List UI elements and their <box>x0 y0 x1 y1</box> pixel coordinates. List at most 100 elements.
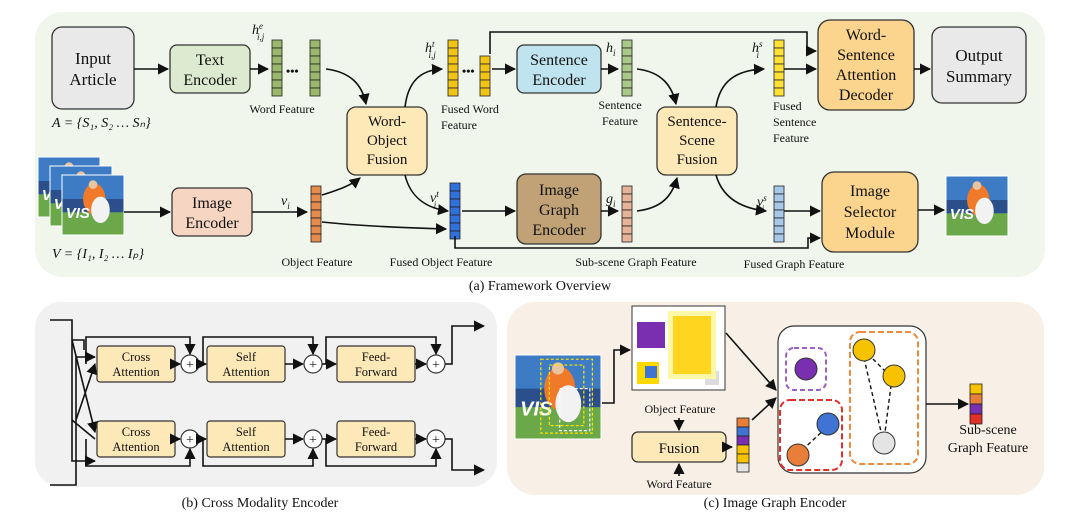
fused-object-feature-vector <box>449 182 461 240</box>
panel-c-subscene-label: Graph Feature <box>948 441 1028 456</box>
sentence-scene-fusion-box: Sentence- Scene Fusion <box>656 106 738 176</box>
subscene-graph-feature-label: Sub-scene Graph Feature <box>575 255 696 269</box>
word-feature-label: Word Feature <box>249 102 314 116</box>
red-subscene <box>779 399 843 471</box>
svg-text:Forward: Forward <box>355 365 398 379</box>
fused-word-feature-vector <box>479 55 491 97</box>
fusion-box: Fusion <box>631 431 727 463</box>
svg-text:+: + <box>432 433 440 448</box>
fused-object-feature-label: Fused Object Feature <box>390 255 493 269</box>
object-feature-map <box>631 305 726 391</box>
svg-text:+: + <box>186 358 194 373</box>
graph-node-yellow-2 <box>882 364 906 388</box>
object-feature-label: Object Feature <box>282 255 353 269</box>
svg-text:Image: Image <box>850 183 890 200</box>
selected-image: VIS <box>945 175 1009 237</box>
graph-node-blue <box>816 412 840 436</box>
panel-b-caption: (b) Cross Modality Encoder <box>182 496 339 511</box>
fused-feature-vector <box>736 417 750 473</box>
image-encoder-box: Image Encoder <box>171 187 253 237</box>
residual-add: + <box>303 354 323 374</box>
word-sentence-attention-decoder-box: Word- Sentence Attention Decoder <box>817 19 915 111</box>
svg-text:Input: Input <box>75 49 111 68</box>
panel-c-connectors <box>602 332 970 476</box>
orange-subscene <box>849 331 919 465</box>
svg-text:Cross: Cross <box>122 425 151 439</box>
svg-text:Decoder: Decoder <box>839 87 894 104</box>
word-feature-vector <box>271 39 283 97</box>
input-image-stack: VIS VIS VIS <box>37 156 125 236</box>
svg-text:Self: Self <box>236 350 257 364</box>
word-object-fusion-box: Word- Object Fusion <box>346 106 428 176</box>
fused-sentence-feature-label: Feature <box>773 131 809 145</box>
sentence-feature-label: Sentence <box>598 98 641 112</box>
fused-word-feature-label: Feature <box>441 118 477 132</box>
graph-node-orange <box>786 443 810 467</box>
svg-text:Attention: Attention <box>222 365 270 379</box>
svg-text:Sentence: Sentence <box>530 52 588 69</box>
graph-node-gray <box>872 431 896 455</box>
svg-text:Selector: Selector <box>844 204 897 221</box>
svg-text:Word-: Word- <box>368 114 406 130</box>
residual-add: + <box>180 354 200 374</box>
svg-text:Sentence: Sentence <box>837 47 895 64</box>
feed-forward-block: Feed-Forward <box>336 420 416 458</box>
svg-text:+: + <box>186 433 194 448</box>
svg-text:Output: Output <box>955 46 1003 65</box>
dots: ••• <box>462 64 475 78</box>
svg-text:Image: Image <box>192 195 232 212</box>
svg-text:Forward: Forward <box>355 440 398 454</box>
input-article-box: Input Article <box>51 26 135 110</box>
dots: ••• <box>286 64 299 78</box>
svg-text:Sentence-: Sentence- <box>667 114 726 130</box>
fused-graph-feature-label: Fused Graph Feature <box>744 257 845 271</box>
svg-text:Feed-: Feed- <box>362 425 390 439</box>
panel-a-caption: (a) Framework Overview <box>469 279 612 294</box>
object-feature-vector <box>310 185 322 243</box>
svg-text:Encoder: Encoder <box>532 222 586 239</box>
panel-c-object-feature-label: Object Feature <box>645 402 716 416</box>
svg-text:+: + <box>309 358 317 373</box>
residual-add: + <box>426 429 446 449</box>
residual-add: + <box>426 354 446 374</box>
svg-text:Module: Module <box>845 225 895 242</box>
svg-text:Scene: Scene <box>679 133 715 149</box>
symbol-v-i: vi <box>281 194 290 211</box>
symbol-g-i: gi <box>606 192 616 209</box>
fused-word-feature-vector <box>447 39 459 97</box>
svg-text:Encoder: Encoder <box>183 72 237 89</box>
image-formula: V = {I₁, I₂ … Iₚ} <box>52 247 145 262</box>
sentence-encoder-box: Sentence Encoder <box>516 44 602 94</box>
panel-b-background <box>35 302 497 487</box>
svg-text:Fusion: Fusion <box>659 441 700 457</box>
svg-text:Attention: Attention <box>836 67 896 84</box>
fused-word-feature-label: Fused Word <box>441 102 499 116</box>
panel-a-connectors <box>124 31 946 249</box>
fused-sentence-feature-label: Fused <box>773 99 802 113</box>
svg-text:Graph: Graph <box>539 202 579 219</box>
svg-text:+: + <box>432 358 440 373</box>
image-graph-encoder-box: Image Graph Encoder <box>516 173 602 245</box>
graph-node-purple <box>794 357 818 381</box>
residual-add: + <box>180 429 200 449</box>
panel-c-word-feature-label: Word Feature <box>646 477 711 491</box>
subscene-graph-feature-vector <box>621 185 633 243</box>
sentence-feature-vector <box>621 39 633 97</box>
svg-text:+: + <box>309 433 317 448</box>
image-selector-module-box: Image Selector Module <box>821 171 919 253</box>
text-encoder-box: Text Encoder <box>169 44 251 94</box>
svg-text:Cross: Cross <box>122 350 151 364</box>
svg-text:Object: Object <box>367 133 408 149</box>
word-feature-vector <box>309 39 321 97</box>
fused-sentence-feature-vector <box>773 39 785 97</box>
output-summary-box: Output Summary <box>931 26 1027 104</box>
svg-text:Text: Text <box>196 52 225 69</box>
svg-text:Encoder: Encoder <box>532 72 586 89</box>
